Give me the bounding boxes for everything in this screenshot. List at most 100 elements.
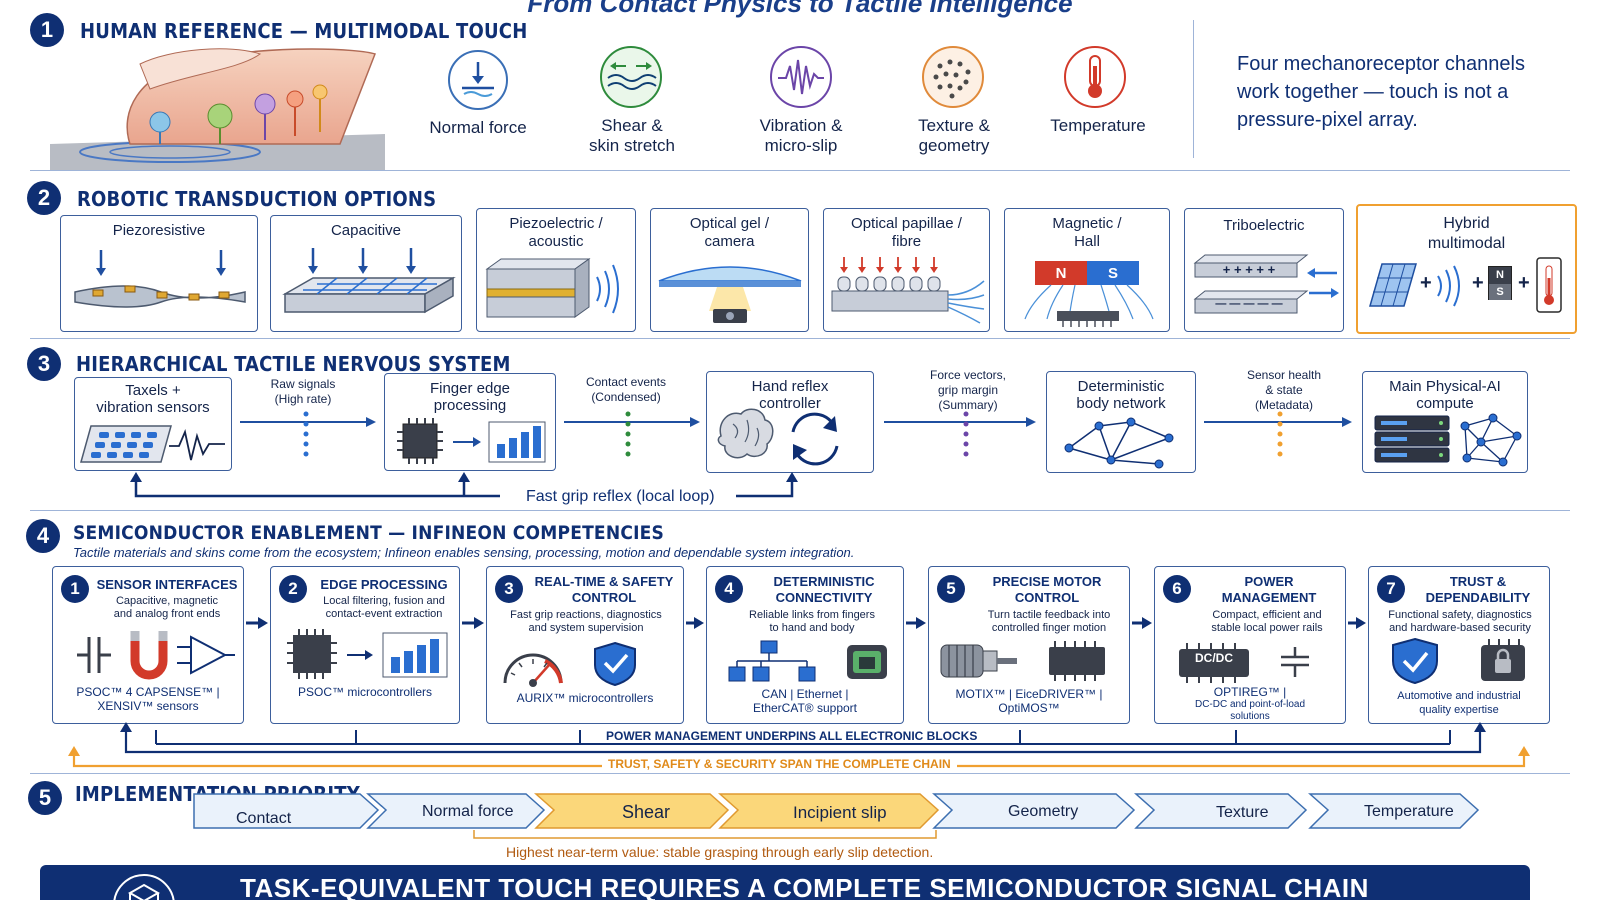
block-products: MOTIX™ | EiceDRIVER™ |OptiMOS™ — [955, 687, 1103, 715]
vibration-icon — [770, 46, 832, 108]
signal-force-vectors: Force vectors, grip margin (Summary) — [929, 368, 1007, 412]
section-5-number: 5 — [28, 781, 62, 815]
footer-banner: TASK-EQUIVALENT TOUCH REQUIRES A COMPLET… — [40, 865, 1530, 900]
node-title: Deterministic body network — [1076, 378, 1166, 412]
hybrid-grid-icon — [1369, 263, 1417, 307]
priority-step-texture: Texture — [1216, 804, 1269, 821]
footer-text: TASK-EQUIVALENT TOUCH REQUIRES A COMPLET… — [240, 873, 1369, 900]
network-graph-icon — [1064, 417, 1174, 469]
piezoresistive-strip-icon — [74, 250, 246, 308]
box-title: Optical gel / camera — [689, 215, 770, 250]
block-number: 5 — [937, 575, 965, 603]
divider-2 — [30, 338, 1570, 339]
optical-camera-icon — [658, 266, 802, 323]
edge-mcu-icon — [287, 629, 448, 679]
modalities-note: Four mechanoreceptor channels work toget… — [1237, 53, 1525, 131]
shear-icon — [600, 46, 662, 108]
block-number: 3 — [495, 575, 523, 603]
semi-block-edge-processing: 2 EDGE PROCESSING Local filtering, fusio… — [270, 566, 460, 724]
main-title: From Contact Physics to Tactile Intellig… — [527, 0, 1073, 18]
optical-fibre-icon — [831, 257, 985, 324]
box-title: Magnetic / Hall — [1052, 215, 1122, 250]
magnet-south: S — [1087, 261, 1139, 285]
hall-sensor-icon — [1024, 284, 1154, 327]
modality-vibration: Vibration & micro-slip — [759, 116, 843, 155]
transduction-optical-papillae: Optical papillae / fibre — [823, 208, 990, 332]
hierarchy-node-taxels: Taxels + vibration sensors — [74, 377, 232, 471]
block-number: 2 — [279, 575, 307, 603]
block-number: 1 — [61, 575, 89, 603]
signal-health-arrow — [1204, 411, 1352, 457]
signal-contact-arrow — [564, 411, 700, 457]
texture-icon — [922, 46, 984, 108]
divider-3 — [30, 510, 1570, 511]
cube-logo-icon — [113, 874, 175, 900]
normal-force-icon — [448, 50, 508, 110]
block-products: CAN | Ethernet |EtherCAT® support — [753, 687, 857, 715]
mechanoreceptor-icon — [149, 84, 328, 144]
block-arrow-2 — [462, 617, 484, 629]
block-arrow-3 — [686, 617, 704, 629]
piezoelectric-layer-icon — [485, 258, 619, 318]
transduction-triboelectric: Triboelectric + + + + + — — — — — — [1184, 208, 1344, 332]
section-3-title: HIERARCHICAL TACTILE NERVOUS SYSTEM — [76, 352, 511, 376]
semi-block-trust-dependability: 7 TRUST &DEPENDABILITY Functional safety… — [1368, 566, 1550, 724]
priority-step-normal-force: Normal force — [422, 803, 514, 820]
priority-highlight-bracket — [473, 830, 937, 839]
dcdc-label: DC/DC — [1195, 651, 1233, 665]
network-tree-icon — [728, 640, 887, 682]
modality-texture: Texture & geometry — [918, 116, 990, 155]
block-title: TRUST &DEPENDABILITY — [1425, 574, 1531, 605]
gauge-shield-icon — [503, 641, 636, 687]
block-arrow-4 — [906, 617, 926, 629]
section-2-title: ROBOTIC TRANSDUCTION OPTIONS — [77, 187, 437, 211]
hierarchy-node-main-compute: Main Physical-AI compute — [1362, 371, 1528, 473]
thermometer-icon — [1064, 46, 1126, 108]
block-products: PSOC™ microcontrollers — [297, 685, 433, 699]
capacitive-grid-icon — [282, 248, 456, 314]
semi-block-sensor-interfaces: 1 SENSOR INTERFACES Capacitive, magnetic… — [52, 566, 244, 724]
triboelectric-layers-icon — [1193, 254, 1339, 314]
signal-raw-arrow — [240, 411, 376, 457]
priority-step-shear: Shear — [622, 802, 671, 822]
priority-chevrons — [193, 793, 1480, 829]
block-arrow-5 — [1132, 617, 1152, 629]
taxel-array-icon — [80, 425, 225, 463]
motor-driver-icon — [940, 641, 1105, 681]
power-bar-label: POWER MANAGEMENT UNDERPINS ALL ELECTRONI… — [600, 729, 984, 743]
section-4-subtitle: Tactile materials and skins come from th… — [73, 545, 855, 560]
section-4-number: 4 — [26, 519, 60, 553]
transduction-hybrid: Hybrid multimodal + + N S + — [1356, 204, 1577, 334]
block-title: SENSOR INTERFACES — [96, 577, 238, 592]
priority-step-temperature: Temperature — [1364, 803, 1454, 820]
reflex-loop-arrows — [130, 472, 798, 498]
node-title: Main Physical-AI compute — [1389, 378, 1501, 412]
block-number: 4 — [715, 575, 743, 603]
box-title: Optical papillae / fibre — [851, 215, 962, 250]
section-3-number: 3 — [27, 347, 61, 381]
magnet-north: N — [1035, 261, 1087, 285]
edge-processing-chip-icon — [397, 418, 546, 464]
signal-force-arrow — [884, 411, 1036, 457]
block-arrow-6 — [1348, 617, 1366, 629]
sensor-interface-icons — [77, 631, 235, 680]
hierarchy-node-finger-edge: Finger edge processing — [384, 373, 556, 471]
brain-reflex-icon — [717, 408, 839, 466]
box-title: Piezoresistive — [112, 222, 206, 239]
priority-highlight-note: Highest near-term value: stable grasping… — [506, 844, 934, 860]
section-1-separator — [1193, 20, 1194, 158]
tribo-minus-charges: — — — — — — [1215, 298, 1283, 310]
dcdc-converter-icon — [1179, 643, 1309, 683]
